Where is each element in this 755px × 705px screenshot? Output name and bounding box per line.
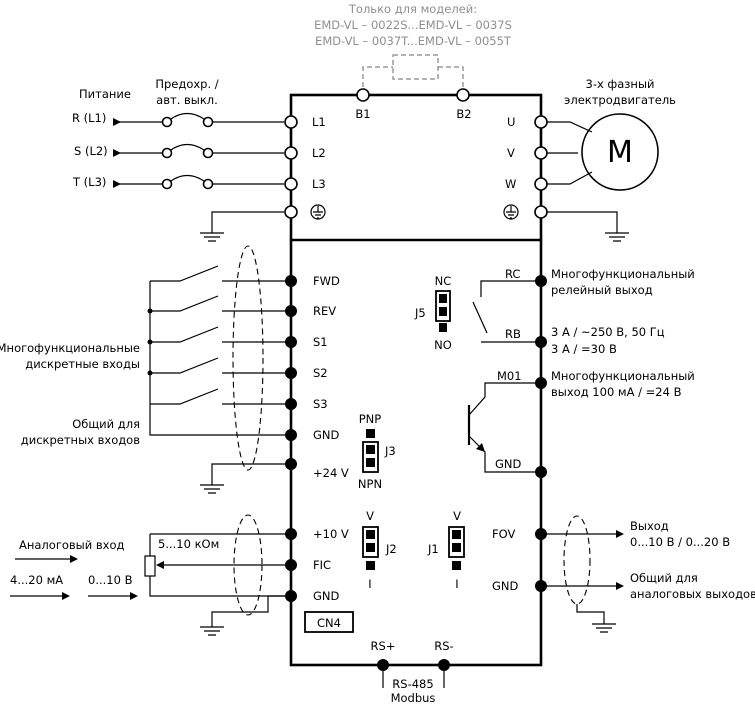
- term-rs-minus: RS-: [434, 639, 453, 653]
- term-fic: FIC: [313, 558, 331, 572]
- term-gnd-ao: GND: [492, 579, 519, 593]
- ground-icon-right: [547, 211, 629, 242]
- relay-desc-1: Многофункциональный: [551, 267, 695, 281]
- term-v: V: [507, 146, 515, 160]
- jumper-j3: [362, 429, 379, 473]
- di-desc-1: Многофункциональные: [0, 341, 140, 355]
- term-s3: S3: [313, 397, 328, 411]
- do-desc-1: Многофункциональный: [551, 369, 695, 383]
- ao-common-2: аналоговых выходов: [630, 587, 755, 601]
- term-fwd: FWD: [313, 274, 340, 288]
- j3-npn: NPN: [358, 477, 382, 491]
- term-rb: RB: [505, 327, 521, 341]
- j3-pnp: PNP: [359, 412, 382, 426]
- term-u: U: [507, 115, 515, 129]
- ai-range-current: 4...20 мА: [10, 573, 63, 587]
- digital-inputs: FWD REV S1 S2 S3 GND +24 V: [147, 245, 349, 494]
- fuse-label-2: авт. выкл.: [156, 93, 218, 107]
- term-s2: S2: [313, 366, 328, 380]
- j5-nc: NC: [435, 274, 452, 288]
- j5-no: NO: [434, 338, 452, 352]
- j2-i: I: [368, 577, 371, 591]
- transistor-icon: [467, 382, 535, 473]
- braking-resistor: [362, 54, 464, 95]
- term-24v: +24 V: [313, 466, 349, 480]
- j2-label: J2: [385, 542, 397, 556]
- jumper-j5: [435, 290, 451, 332]
- term-gnd-ai: GND: [313, 589, 340, 603]
- term-s1: S1: [313, 335, 328, 349]
- term-fov: FOV: [492, 527, 515, 541]
- header-line1: Только для моделей:: [348, 2, 477, 16]
- motor-label-1: 3-х фазный: [586, 77, 655, 91]
- ai-range-voltage: 0...10 В: [88, 573, 133, 587]
- j5-label: J5: [414, 306, 426, 320]
- power-supply-label: Питание: [79, 87, 131, 101]
- jumper-j1: [448, 526, 465, 570]
- rs485-label: RS-485: [392, 677, 433, 691]
- phase-label-s: S (L2): [74, 144, 108, 158]
- power-phases: R (L1) S (L2) T (L3): [72, 111, 284, 190]
- relay-rating-2: 3 А / =30 В: [551, 342, 617, 356]
- j1-v: V: [453, 509, 461, 523]
- header-line2: EMD-VL – 0022S...EMD-VL – 0037S: [314, 18, 512, 32]
- term-rev: REV: [313, 304, 336, 318]
- term-gnd-di: GND: [313, 428, 340, 442]
- di-common-2: дискретных входов: [21, 433, 140, 447]
- modbus-label: Modbus: [391, 691, 436, 705]
- header-line3: EMD-VL – 0037T...EMD-VL – 0055T: [315, 34, 512, 48]
- ai-label: Аналоговый вход: [19, 538, 125, 552]
- potentiometer-icon: [144, 533, 285, 597]
- ao-out-1: Выход: [630, 519, 669, 533]
- term-w: W: [505, 177, 516, 191]
- phase-label-t: T (L3): [72, 175, 106, 189]
- earth-icon-inner-left: [310, 204, 326, 220]
- di-common-1: Общий для: [72, 417, 140, 431]
- relay-rating-1: 3 А / ~250 В, 50 Гц: [551, 325, 665, 339]
- term-gnd-do: GND: [495, 457, 522, 471]
- motor-label-2: электродвигатель: [564, 93, 676, 107]
- term-l3: L3: [312, 177, 326, 191]
- j1-i: I: [455, 577, 458, 591]
- do-desc-2: выход 100 мА / =24 В: [551, 385, 682, 399]
- term-rc: RC: [505, 267, 520, 281]
- term-l1: L1: [312, 115, 326, 129]
- motor-icon: M: [581, 113, 659, 191]
- ao-out-2: 0...10 В / 0...20 В: [630, 535, 730, 549]
- ground-icon-left: [200, 211, 284, 242]
- ao-common-1: Общий для: [630, 571, 698, 585]
- di-desc-2: дискретные входы: [25, 357, 140, 371]
- pot-label: 5...10 кОм: [158, 537, 219, 551]
- fuse-label-1: Предохр. /: [155, 77, 218, 91]
- relay-desc-2: релейный выход: [551, 283, 653, 297]
- j3-label: J3: [384, 444, 396, 458]
- term-b2: B2: [456, 107, 471, 121]
- j2-v: V: [366, 509, 374, 523]
- term-l2: L2: [312, 146, 326, 160]
- term-rs-plus: RS+: [371, 639, 396, 653]
- term-m01: M01: [497, 369, 522, 383]
- cn4-label: CN4: [317, 616, 341, 630]
- term-b1: B1: [355, 107, 370, 121]
- term-10v: +10 V: [313, 527, 349, 541]
- earth-icon-inner-right: [503, 204, 519, 220]
- phase-label-r: R (L1): [72, 111, 106, 125]
- cn4-connector: [304, 611, 354, 633]
- j1-label: J1: [427, 542, 439, 556]
- jumper-j2: [362, 526, 379, 570]
- motor-symbol: M: [607, 135, 633, 170]
